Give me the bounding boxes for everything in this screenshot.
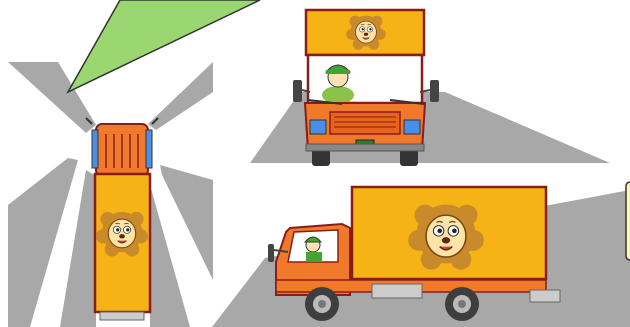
- front-view-panel: [250, 10, 610, 166]
- rear-wheel: [445, 287, 479, 321]
- top-view-panel: [8, 0, 260, 327]
- side-view-panel: [212, 187, 630, 327]
- truck-top-view: [86, 118, 158, 320]
- front-wheel: [305, 287, 339, 321]
- truck-front-view: [293, 10, 439, 166]
- callout-box: [626, 182, 630, 260]
